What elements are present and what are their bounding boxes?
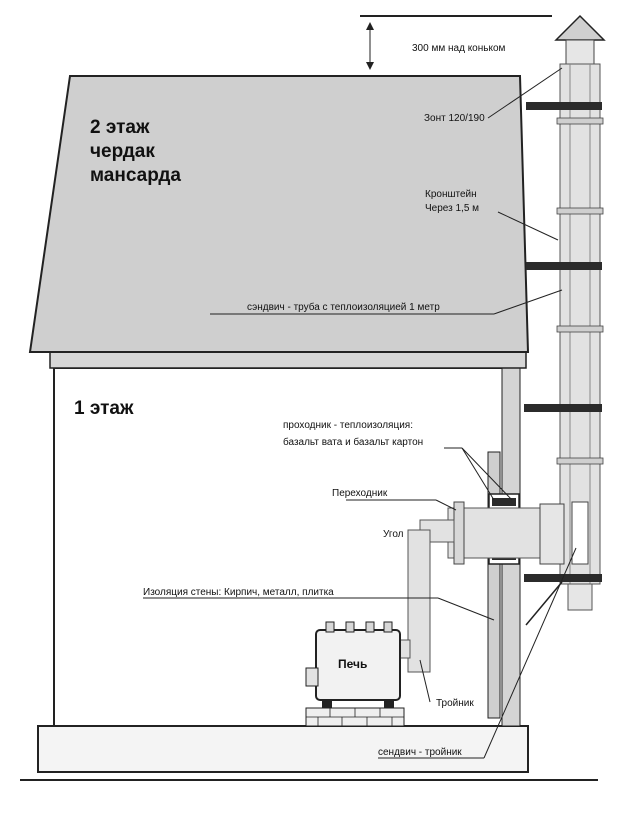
stove-leg [322, 700, 332, 708]
chimney-pipe [559, 63, 601, 585]
eave-band [49, 351, 527, 369]
dimension-arrow-head-bottom [366, 62, 374, 70]
stove-top-knob [383, 621, 393, 633]
leader-cap [487, 67, 563, 119]
pipe-joint [556, 325, 604, 333]
label-sandwich-pipe: сэндвич - труба с теплоизоляцией 1 метр [247, 301, 440, 313]
chimney-cap [554, 14, 606, 41]
label-tee: Тройник [436, 698, 474, 709]
label-above-ridge: 300 мм над коньком [412, 43, 506, 54]
leader-pass-through-b [461, 447, 513, 501]
pipe-joint [556, 207, 604, 215]
label-bracket-line2: Через 1,5 м [425, 203, 479, 214]
label-pass-through-line1: проходник - теплоизоляция: [283, 420, 413, 431]
stove-top-knob [325, 621, 335, 633]
pipe-joint [556, 117, 604, 125]
cap-neck [565, 39, 595, 65]
label-wall-insulation: Изоляция стены: Кирпич, металл, плитка [143, 587, 334, 598]
stove-top-knob [345, 621, 355, 633]
label-sandwich-tee: сендвич - тройник [378, 747, 462, 758]
label-attic: чердак [90, 141, 155, 162]
label-bracket-line1: Кронштейн [425, 189, 477, 200]
pipe-joint [556, 457, 604, 465]
wall-bracket [524, 404, 602, 412]
pass-through-insulation [492, 498, 516, 506]
sandwich-tee-window [571, 501, 589, 565]
leader-bracket [497, 211, 559, 241]
leader-adapter-ext [435, 499, 457, 511]
label-cap: Зонт 120/190 [424, 113, 485, 124]
roof [28, 75, 530, 353]
first-floor-wall [53, 367, 520, 727]
label-adapter: Переходник [332, 488, 388, 499]
label-pass-through-line2: базальт вата и базальт картон [283, 436, 423, 448]
adapter-collar [453, 501, 465, 565]
label-floor-2: 2 этаж [90, 117, 150, 138]
leader-pass-through-a [461, 447, 495, 501]
foundation [37, 725, 529, 773]
wall-bracket [526, 102, 602, 110]
stove-pipe [407, 529, 431, 673]
stove-door [305, 667, 319, 687]
sandwich-tee-body [539, 503, 565, 565]
leader-sandwich-pipe-ext [493, 289, 563, 315]
wall-insulation-plate [487, 451, 501, 719]
stove-top-knob [365, 621, 375, 633]
wall-bracket [526, 262, 602, 270]
leader-tee [419, 659, 431, 703]
stove-leg [384, 700, 394, 708]
leader-wall-insulation-ext [437, 597, 495, 621]
leader-sandwich-tee-ext [483, 547, 577, 759]
label-elbow: Угол [383, 529, 404, 540]
stove-body [315, 629, 401, 701]
label-floor-1: 1 этаж [74, 398, 134, 419]
dimension-arrow-head-top [366, 22, 374, 30]
pipe-bottom-plug [567, 583, 593, 611]
label-mansard: мансарда [90, 165, 181, 186]
label-stove: Печь [338, 657, 367, 671]
bracket-strut [525, 581, 563, 626]
